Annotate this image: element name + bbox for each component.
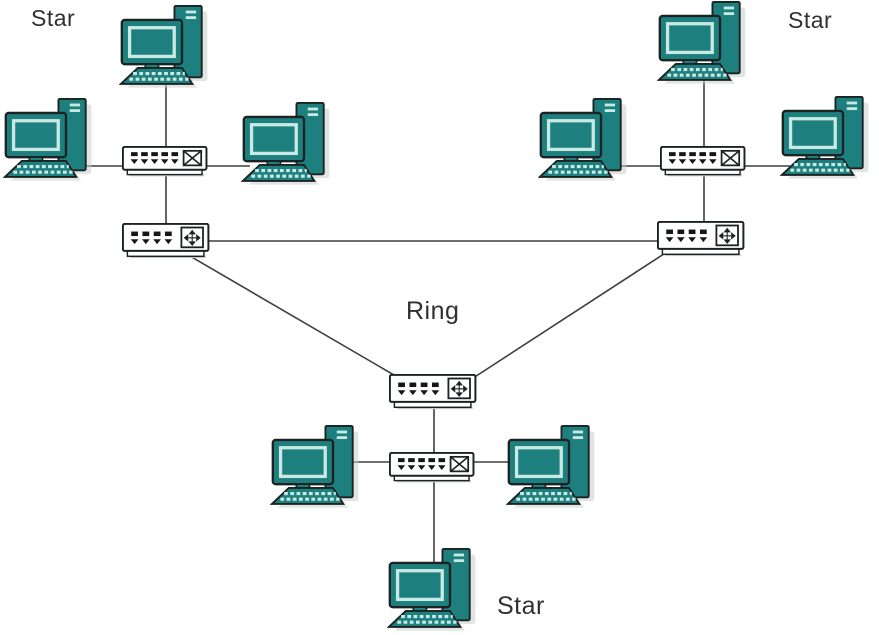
computer-star1-top	[118, 4, 213, 90]
computer-icon	[505, 424, 595, 508]
computer-star3-bottom	[386, 547, 481, 633]
computer-icon	[269, 424, 359, 508]
ring-switch-ports	[130, 231, 173, 245]
link-ring-switch-right-to-ring-switch-bottom	[466, 249, 671, 383]
computer-star2-right	[779, 95, 874, 181]
router-arrows-symbol	[180, 226, 204, 249]
switch-x-symbol	[182, 149, 203, 167]
label-star-bottom: Star	[497, 592, 545, 620]
computer-star1-right	[240, 101, 335, 187]
router-arrows-symbol	[447, 377, 471, 400]
ring-switch-left	[121, 222, 212, 259]
label-ring: Ring	[406, 297, 460, 325]
ring-switch-icon	[121, 222, 210, 259]
hub-icon	[659, 145, 746, 177]
computer-star3-left	[269, 424, 364, 510]
label-star-top-left: Star	[31, 5, 76, 31]
computer-icon	[537, 97, 627, 181]
ring-switch-ports	[665, 229, 708, 243]
computer-star2-top	[656, 0, 751, 86]
hub-ports	[130, 152, 179, 165]
hub-icon	[121, 145, 208, 177]
label-star-top-right: Star	[788, 7, 833, 33]
ring-switch-icon	[656, 220, 745, 257]
ring-switch-bottom	[388, 373, 479, 410]
computer-star1-left	[2, 97, 97, 183]
router-arrows-symbol	[715, 224, 739, 247]
computer-icon	[2, 97, 92, 181]
ring-switch-right	[656, 220, 747, 257]
hub-star3	[388, 451, 477, 484]
computer-icon	[118, 4, 208, 88]
computer-icon	[779, 95, 869, 179]
computer-icon	[386, 547, 476, 631]
hub-star2	[659, 145, 748, 178]
ring-switch-ports	[397, 382, 440, 396]
computer-star2-left	[537, 97, 632, 183]
computer-icon	[240, 101, 330, 185]
switch-x-symbol	[449, 455, 470, 473]
computer-icon	[656, 0, 746, 84]
hub-ports	[397, 458, 446, 471]
hub-ports	[668, 152, 717, 165]
ring-switch-icon	[388, 373, 477, 410]
link-ring-switch-left-to-ring-switch-bottom	[182, 251, 407, 383]
switch-x-symbol	[720, 149, 741, 167]
computer-star3-right	[505, 424, 600, 510]
hub-star1	[121, 145, 210, 178]
hub-icon	[388, 451, 475, 483]
